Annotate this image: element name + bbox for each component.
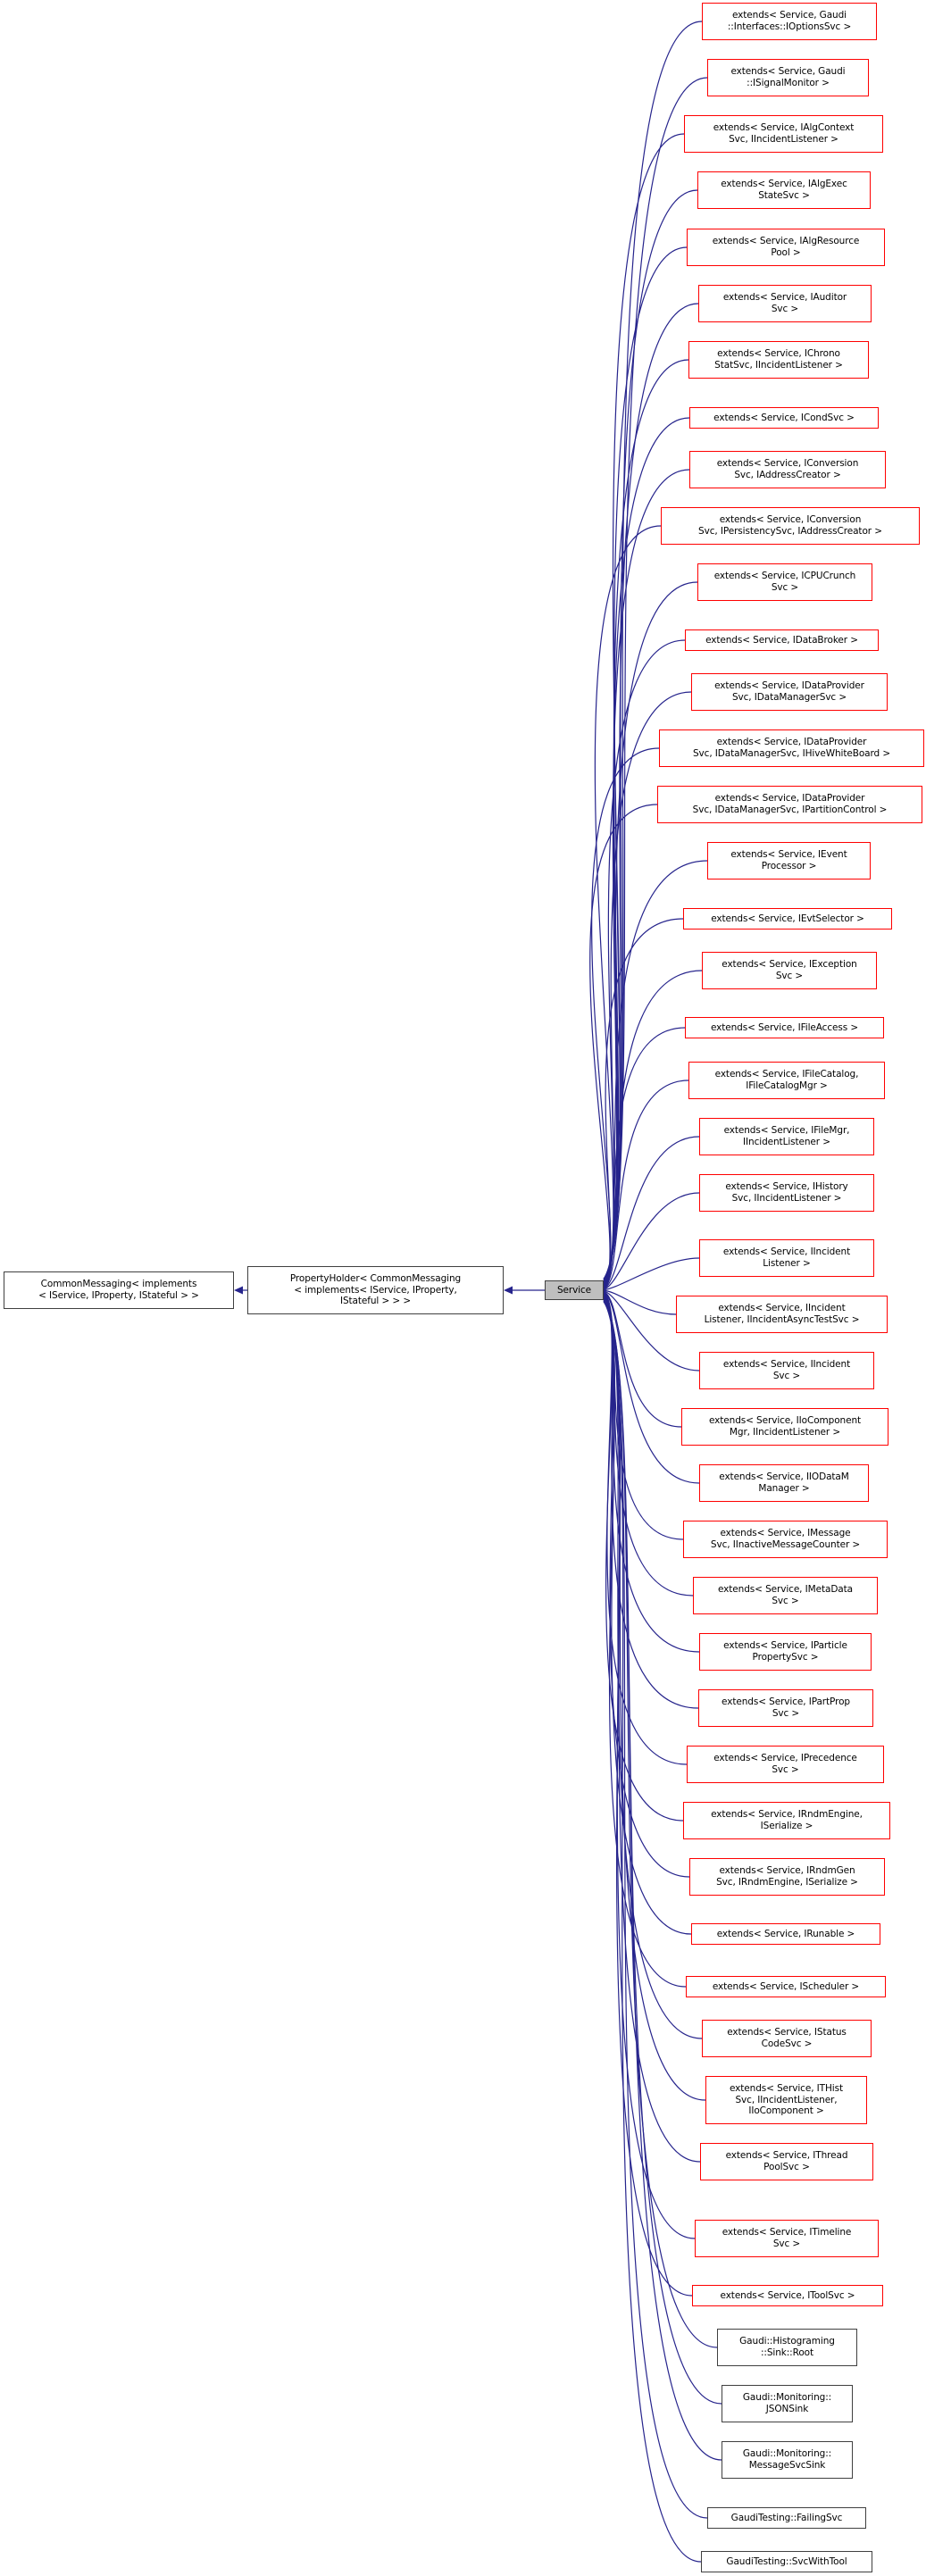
derived-node-16[interactable]: extends< Service, IEvtSelector > (683, 908, 892, 930)
derived-node-40[interactable]: extends< Service, IToolSvc > (692, 2285, 883, 2306)
derived-node-38[interactable]: extends< Service, IThread PoolSvc > (700, 2143, 873, 2180)
derived-node-34[interactable]: extends< Service, IRunable > (691, 1923, 880, 1945)
derived-node-14[interactable]: extends< Service, IDataProvider Svc, IDa… (657, 786, 922, 823)
derived-node-5[interactable]: extends< Service, IAuditor Svc > (698, 285, 872, 322)
derived-node-36[interactable]: extends< Service, IStatus CodeSvc > (702, 2020, 872, 2057)
derived-node-32[interactable]: extends< Service, IRndmEngine, ISerializ… (683, 1802, 890, 1839)
ancestor-node-0[interactable]: CommonMessaging< implements < IService, … (4, 1271, 234, 1309)
derived-node-13[interactable]: extends< Service, IDataProvider Svc, IDa… (659, 729, 924, 767)
derived-node-22[interactable]: extends< Service, IIncident Listener > (699, 1239, 874, 1277)
derived-node-44[interactable]: GaudiTesting::FailingSvc (707, 2507, 866, 2529)
derived-node-23[interactable]: extends< Service, IIncident Listener, II… (676, 1296, 888, 1333)
derived-node-43[interactable]: Gaudi::Monitoring:: MessageSvcSink (722, 2441, 853, 2479)
derived-node-42[interactable]: Gaudi::Monitoring:: JSONSink (722, 2385, 853, 2422)
derived-node-24[interactable]: extends< Service, IIncident Svc > (699, 1352, 874, 1389)
derived-node-31[interactable]: extends< Service, IPrecedence Svc > (687, 1746, 884, 1783)
derived-node-39[interactable]: extends< Service, ITimeline Svc > (695, 2220, 879, 2257)
derived-node-9[interactable]: extends< Service, IConversion Svc, IPers… (661, 507, 920, 545)
derived-node-2[interactable]: extends< Service, IAlgContext Svc, IInci… (684, 115, 883, 153)
derived-node-20[interactable]: extends< Service, IFileMgr, IIncidentLis… (699, 1118, 874, 1155)
derived-node-35[interactable]: extends< Service, IScheduler > (686, 1976, 886, 1997)
derived-node-15[interactable]: extends< Service, IEvent Processor > (707, 842, 871, 880)
derived-node-25[interactable]: extends< Service, IIoComponent Mgr, IInc… (681, 1408, 888, 1446)
derived-node-3[interactable]: extends< Service, IAlgExec StateSvc > (697, 171, 871, 209)
derived-node-29[interactable]: extends< Service, IParticle PropertySvc … (699, 1633, 872, 1671)
root-node-service[interactable]: Service (545, 1280, 604, 1300)
derived-node-1[interactable]: extends< Service, Gaudi ::ISignalMonitor… (707, 59, 869, 96)
derived-node-30[interactable]: extends< Service, IPartProp Svc > (698, 1689, 873, 1727)
derived-node-4[interactable]: extends< Service, IAlgResource Pool > (687, 229, 885, 266)
derived-node-7[interactable]: extends< Service, ICondSvc > (689, 407, 879, 429)
derived-node-41[interactable]: Gaudi::Histograming ::Sink::Root (717, 2329, 857, 2366)
derived-node-0[interactable]: extends< Service, Gaudi ::Interfaces::IO… (702, 3, 877, 40)
derived-node-26[interactable]: extends< Service, IIODataM Manager > (699, 1464, 869, 1502)
derived-node-18[interactable]: extends< Service, IFileAccess > (685, 1017, 884, 1038)
derived-node-33[interactable]: extends< Service, IRndmGen Svc, IRndmEng… (689, 1858, 885, 1896)
derived-node-6[interactable]: extends< Service, IChrono StatSvc, IInci… (688, 341, 869, 379)
derived-node-8[interactable]: extends< Service, IConversion Svc, IAddr… (689, 451, 886, 488)
derived-node-17[interactable]: extends< Service, IException Svc > (702, 952, 877, 989)
derived-node-19[interactable]: extends< Service, IFileCatalog, IFileCat… (688, 1062, 885, 1099)
ancestor-node-1[interactable]: PropertyHolder< CommonMessaging < implem… (247, 1266, 504, 1314)
derived-node-21[interactable]: extends< Service, IHistory Svc, IInciden… (699, 1174, 874, 1212)
derived-node-37[interactable]: extends< Service, ITHist Svc, IIncidentL… (705, 2076, 867, 2124)
derived-node-27[interactable]: extends< Service, IMessage Svc, IInactiv… (683, 1521, 888, 1558)
derived-node-12[interactable]: extends< Service, IDataProvider Svc, IDa… (691, 673, 888, 711)
derived-node-10[interactable]: extends< Service, ICPUCrunch Svc > (697, 563, 872, 601)
derived-node-45[interactable]: GaudiTesting::SvcWithTool (701, 2551, 872, 2572)
derived-node-11[interactable]: extends< Service, IDataBroker > (685, 629, 879, 651)
derived-node-28[interactable]: extends< Service, IMetaData Svc > (693, 1577, 878, 1614)
